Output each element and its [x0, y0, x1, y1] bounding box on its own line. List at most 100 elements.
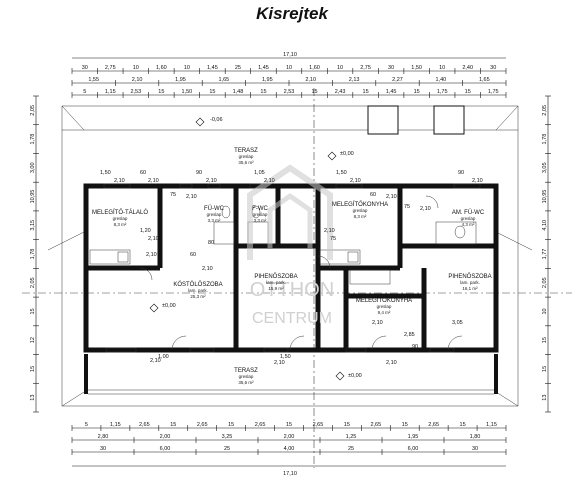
- dimension-label: 1,78: [542, 134, 548, 145]
- room-floor: lam. park.: [188, 288, 208, 293]
- room-floor: greslap: [239, 154, 254, 159]
- room-area: 8,3 m²: [354, 214, 367, 219]
- door-swing: [289, 335, 305, 351]
- dimension-label: 15: [363, 89, 369, 95]
- level-marker-icon: [149, 117, 345, 381]
- dimension-label: 2,40: [462, 65, 473, 71]
- dimension-label: 1,40: [436, 77, 447, 83]
- room-area: 8,3 m²: [114, 222, 127, 227]
- dimension-label: 1,00: [158, 354, 169, 360]
- dimension-label: 75: [404, 204, 410, 210]
- roof-outline: [61, 105, 519, 407]
- dimension-label: 1,50: [411, 65, 422, 71]
- dimension-label: 15: [542, 337, 548, 343]
- dimension-label: 1,50: [336, 170, 347, 176]
- roof-corner: [61, 105, 85, 131]
- dimension-label: 1,80: [470, 434, 481, 440]
- dimension-label: 2,65: [370, 422, 381, 428]
- dimension-label: 2,75: [360, 65, 371, 71]
- dimension-label: 2,65: [139, 422, 150, 428]
- dimension-label: 25: [348, 446, 354, 452]
- dimension-label: 10: [184, 65, 190, 71]
- dimension-label: 5: [83, 89, 86, 95]
- dimension-label: 10,95: [30, 190, 36, 204]
- dimension-label: 1,50: [100, 170, 111, 176]
- room-floor: greslap: [353, 208, 368, 213]
- room-name: KÖSTÖLŐSZOBA: [173, 281, 222, 288]
- room-name: FÜ-WC: [204, 205, 225, 212]
- dimension-total: 17,10: [283, 52, 297, 58]
- room-floor: greslap: [113, 216, 128, 221]
- room-name: AM. FÜ-WC: [452, 209, 485, 216]
- dimension-label: 90: [458, 170, 464, 176]
- roof-corner: [61, 391, 85, 407]
- dimension-label: 2,10: [372, 320, 383, 326]
- room-name: PIHENŐSZOBA: [448, 273, 491, 280]
- roof-hip: [47, 231, 85, 251]
- dimension-label: 2,10: [148, 178, 159, 184]
- dimension-label: 2,10: [324, 228, 335, 234]
- dimension-label: 10: [133, 65, 139, 71]
- dimension-label: 2,10: [114, 178, 125, 184]
- dimension-label: 60: [140, 170, 146, 176]
- dimension-label: 2,10: [186, 194, 197, 200]
- kitchen-counter: [349, 269, 391, 285]
- dimension-label: 2,10: [274, 360, 285, 366]
- dimension-label: 1,60: [156, 65, 167, 71]
- shower-icon: [435, 221, 477, 245]
- dimension-label: 25: [235, 65, 241, 71]
- room-floor: lam. park.: [266, 280, 286, 285]
- dimension-label: 1,60: [309, 65, 320, 71]
- dimension-label: 10: [286, 65, 292, 71]
- level-label: ±0,00: [348, 373, 362, 379]
- room-floor: lam. park.: [460, 280, 480, 285]
- room-area: 35,6 m²: [238, 380, 254, 385]
- dimension-label: 15: [286, 422, 292, 428]
- room-area: 35,6 m²: [238, 160, 254, 165]
- dimension-label: 2,05: [542, 105, 548, 116]
- dimension-label: 2,65: [255, 422, 266, 428]
- dimension-label: 2,43: [335, 89, 346, 95]
- drawing-title: Kisrejtek: [256, 4, 328, 23]
- dimension-label: 2,05: [542, 277, 548, 288]
- dimension-label: 15: [228, 422, 234, 428]
- dimension-label: 1,55: [88, 77, 99, 83]
- dimension-label: 2,10: [305, 77, 316, 83]
- dimension-label: 2,10: [150, 358, 161, 364]
- dimension-label: 25: [224, 446, 230, 452]
- dimension-label: 2,10: [132, 77, 143, 83]
- dimension-label: 1,65: [479, 77, 490, 83]
- kitchen-counter: [89, 249, 131, 265]
- dimension-label: 2,10: [146, 252, 157, 258]
- sink-icon: [347, 251, 359, 263]
- toilet-icon: [221, 205, 231, 219]
- dimension-label: 30: [388, 65, 394, 71]
- dimension-label: 1,50: [280, 354, 291, 360]
- dimension-label: 2,27: [392, 77, 403, 83]
- room-name: MELEGÍTŐKONYHA: [356, 297, 412, 304]
- dimension-label: 2,65: [313, 422, 324, 428]
- dimension-label: 3,00: [30, 162, 36, 173]
- roof-corner: [495, 105, 519, 131]
- room-name: MELEGÍTŐKONYHA: [332, 201, 388, 208]
- dimension-label: 12: [30, 337, 36, 343]
- toilet-icon: [454, 225, 466, 239]
- room-area: 16,1 m²: [462, 286, 478, 291]
- dimension-label: 90: [196, 170, 202, 176]
- dimension-label: 2,65: [428, 422, 439, 428]
- dimension-label: 6,00: [408, 446, 419, 452]
- door-swing: [171, 335, 187, 351]
- dimension-label: 2,53: [284, 89, 295, 95]
- dimension-label: 1,20: [140, 228, 151, 234]
- level-label: -0,06: [210, 117, 223, 123]
- dimension-label: 30: [472, 446, 478, 452]
- dimension-label: 15: [260, 89, 266, 95]
- dimension-label: 2,75: [105, 65, 116, 71]
- dimension-label: 2,10: [386, 194, 397, 200]
